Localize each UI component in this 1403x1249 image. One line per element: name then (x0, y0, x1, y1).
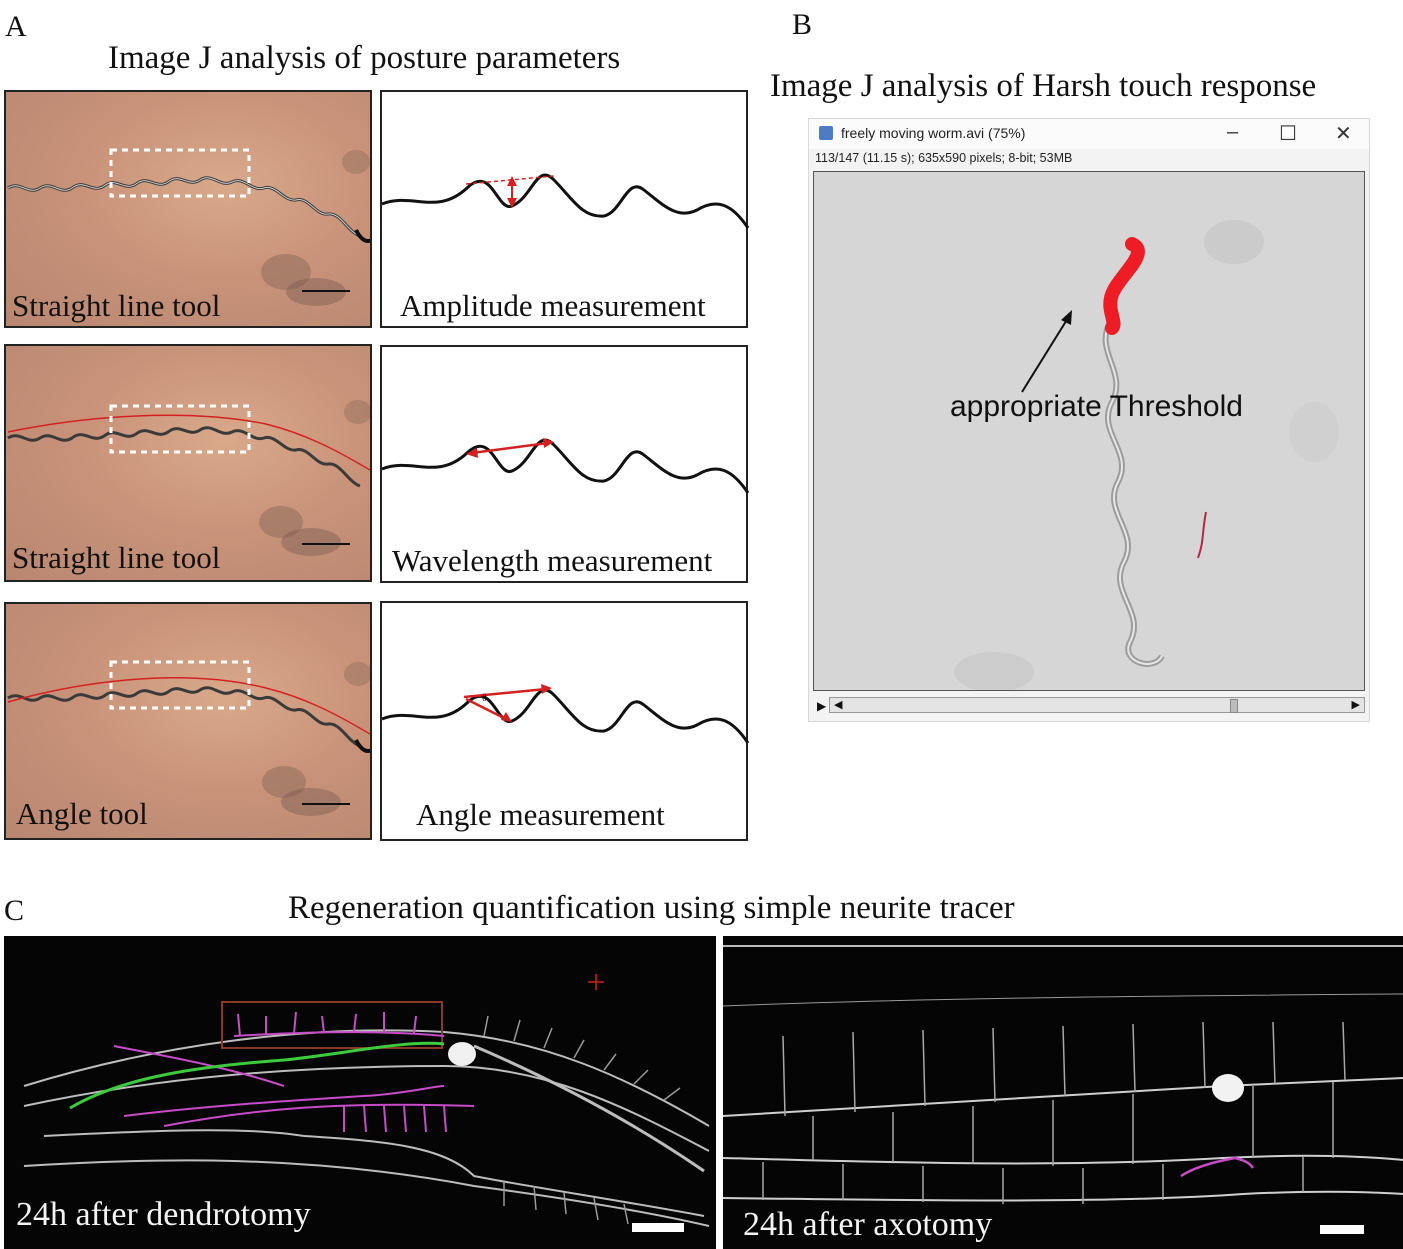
worm-photo-amplitude-drawing (7, 148, 370, 306)
dendrotomy-drawing (23, 974, 710, 1227)
panel-b-letter: B (792, 8, 813, 41)
amplitude-sketch-drawing (382, 173, 750, 229)
imagej-titlebar: freely moving worm.avi (75%) – ☐ ✕ (809, 119, 1369, 149)
photo-label-amplitude: Straight line tool (12, 288, 221, 323)
sketch-label-angle: Angle measurement (416, 797, 665, 832)
angle-sketch-drawing (382, 684, 750, 744)
sketch-label-amplitude: Amplitude measurement (400, 288, 706, 323)
angle-sketch: θ Angle measurement (380, 601, 750, 841)
panel-a-title: Image J analysis of posture parameters (108, 40, 621, 76)
image-info-line: 113/147 (11.15 s); 635x590 pixels; 8-bit… (815, 151, 1073, 165)
threshold-annotation: appropriate Threshold (950, 390, 1243, 423)
worm-photo-angle: Angle tool (4, 602, 372, 840)
panel-b-title: Image J analysis of Harsh touch response (770, 68, 1317, 104)
panel-a-letter: A (5, 10, 27, 43)
scroll-thumb[interactable] (1230, 699, 1238, 713)
image-viewer: appropriate Threshold (813, 171, 1365, 691)
photo-label-angle: Angle tool (16, 796, 148, 831)
imagej-icon (819, 126, 833, 140)
dendrotomy-label: 24h after dendrotomy (16, 1196, 311, 1233)
angle-theta-symbol: θ (482, 693, 487, 704)
minimize-button[interactable]: – (1227, 121, 1239, 143)
frame-scrollbar[interactable]: ◀ ▶ (829, 697, 1365, 713)
close-button[interactable]: ✕ (1335, 123, 1352, 145)
scale-bar-right (1320, 1225, 1364, 1234)
photo-label-wavelength: Straight line tool (12, 540, 221, 575)
viewer-drawing (954, 220, 1339, 690)
maximize-button[interactable]: ☐ (1279, 123, 1297, 145)
axotomy-drawing (723, 945, 1403, 1204)
worm-photo-wavelength-drawing (7, 400, 370, 556)
axotomy-image: 24h after axotomy (723, 936, 1403, 1249)
scroll-left-icon[interactable]: ◀ (834, 699, 843, 711)
panel-c-title: Regeneration quantification using simple… (288, 890, 1015, 926)
worm-photo-amplitude: Straight line tool (4, 90, 372, 328)
sketch-label-wavelength: Wavelength measurement (392, 543, 713, 578)
scale-bar-left (632, 1223, 684, 1232)
worm-photo-angle-drawing (7, 660, 370, 816)
play-icon[interactable]: ▶ (817, 699, 827, 713)
axotomy-label: 24h after axotomy (743, 1206, 993, 1243)
amplitude-sketch: Amplitude measurement (380, 90, 750, 328)
panel-c-letter: C (4, 894, 25, 927)
window-title: freely moving worm.avi (75%) (841, 125, 1026, 141)
worm-photo-wavelength: Straight line tool (4, 344, 372, 582)
scroll-right-icon[interactable]: ▶ (1351, 699, 1360, 711)
wavelength-sketch-drawing (382, 438, 750, 494)
dendrotomy-image: 24h after dendrotomy (4, 936, 716, 1249)
imagej-window: freely moving worm.avi (75%) – ☐ ✕ 113/1… (808, 118, 1370, 722)
wavelength-sketch: Wavelength measurement (380, 345, 750, 583)
